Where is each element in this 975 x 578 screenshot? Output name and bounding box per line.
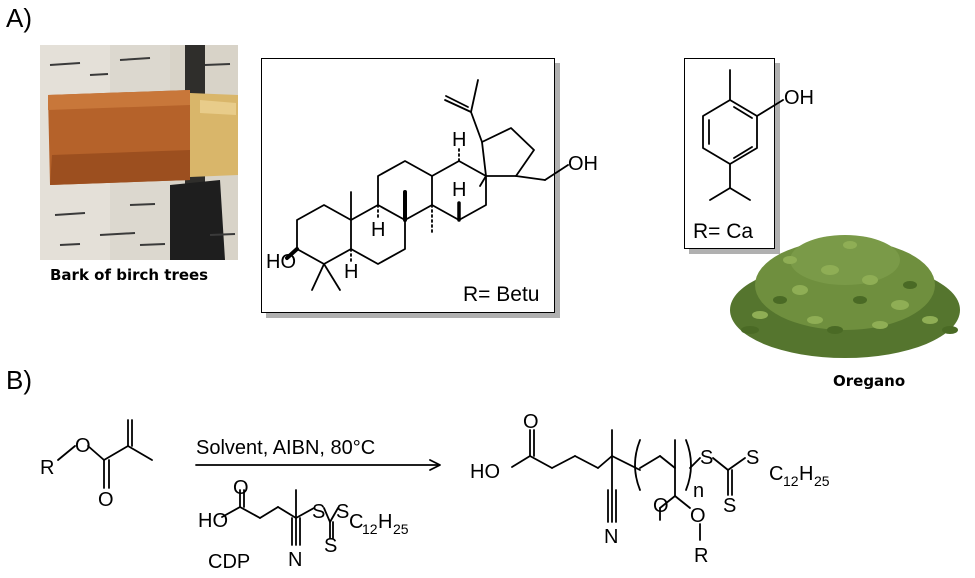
svg-text:H: H — [799, 463, 813, 485]
section-a-label: A) — [6, 3, 32, 33]
cdp-c12h25: C 12 H 25 — [349, 511, 409, 537]
svg-text:H: H — [378, 511, 392, 533]
svg-text:12: 12 — [783, 473, 799, 489]
cdp-structure — [221, 489, 339, 546]
reaction-conditions: Solvent, AIBN, 80°C — [196, 437, 375, 459]
polymer-o3: O — [690, 505, 706, 527]
polymer-n-sub: n — [693, 480, 704, 502]
carvacrol-r-label: R= Ca — [693, 220, 754, 243]
betulin-structure — [285, 79, 569, 291]
polymer-s1: S — [700, 447, 713, 469]
polymer-n: N — [604, 526, 618, 548]
polymer-structure — [511, 429, 746, 541]
svg-text:25: 25 — [814, 473, 830, 489]
cdp-s2: S — [336, 501, 349, 523]
svg-text:C: C — [349, 511, 363, 533]
cdp-s3: S — [324, 535, 337, 557]
cdp-s1: S — [312, 501, 325, 523]
polymer-c12h25: C 12 H 25 — [769, 463, 830, 489]
betulin-h1: H — [452, 129, 466, 151]
polymer-o2: O — [653, 495, 669, 517]
betulin-r-label: R= Betu — [463, 283, 540, 306]
oregano-caption: Oregano — [833, 372, 906, 390]
betulin-oh: OH — [568, 153, 598, 175]
betulin-h4: H — [344, 261, 358, 283]
polymer-r: R — [694, 545, 708, 567]
svg-text:C: C — [769, 463, 783, 485]
section-b-label: B) — [6, 365, 32, 395]
svg-text:25: 25 — [393, 521, 409, 537]
polymer-s2: S — [746, 447, 759, 469]
betulin-box — [261, 58, 555, 313]
monomer-structure — [57, 419, 153, 489]
cdp-n: N — [288, 549, 302, 571]
cdp-label: CDP — [208, 551, 250, 573]
polymer-ho: HO — [470, 461, 500, 483]
cdp-ho: HO — [198, 510, 228, 532]
betulin-h3: H — [371, 219, 385, 241]
polymer-o1: O — [523, 411, 539, 433]
birch-caption: Bark of birch trees — [50, 266, 209, 284]
carvacrol-oh: OH — [784, 87, 814, 109]
carvacrol-structure — [702, 69, 784, 201]
monomer-o1: O — [75, 435, 91, 457]
svg-text:12: 12 — [362, 521, 378, 537]
polymer-s3: S — [723, 495, 736, 517]
betulin-h2: H — [452, 179, 466, 201]
betulin-ho: HO — [266, 251, 296, 273]
cdp-o: O — [233, 477, 249, 499]
monomer-o2: O — [98, 489, 114, 511]
monomer-r: R — [40, 457, 54, 479]
